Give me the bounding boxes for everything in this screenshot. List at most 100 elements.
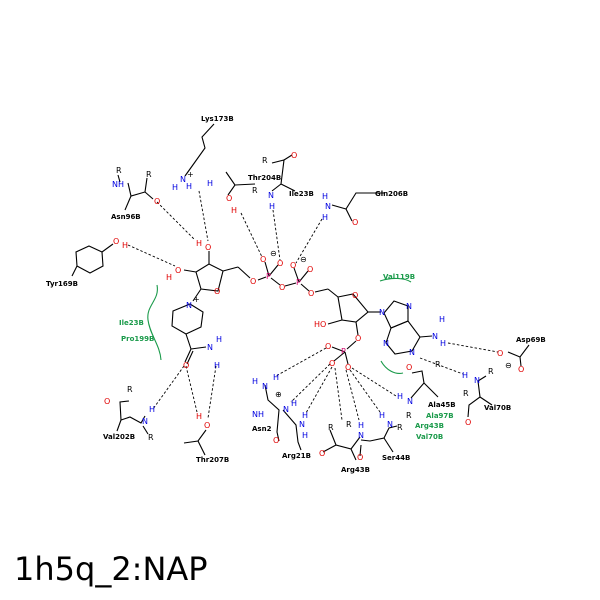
svg-text:H: H [358, 421, 364, 430]
hbond-lys173 [198, 190, 209, 242]
svg-text:R: R [397, 423, 403, 432]
svg-text:H: H [172, 183, 178, 192]
hbond-thr204 [240, 212, 263, 258]
thr207-sidechain [183, 429, 207, 444]
svg-text:H: H [207, 179, 213, 188]
label-arg43: Arg43B [341, 466, 370, 474]
label-val202: Val202B [103, 433, 135, 441]
arg21-sidechain [282, 409, 302, 451]
svg-text:O: O [290, 261, 296, 270]
svg-text:O: O [154, 197, 160, 206]
gln206-sidechain [331, 192, 385, 210]
svg-text:O: O [329, 359, 335, 368]
svg-text:H: H [273, 373, 279, 382]
svg-text:H: H [302, 411, 308, 420]
svg-text:H: H [166, 273, 172, 282]
svg-text:O: O [319, 449, 325, 458]
svg-text:O: O [214, 287, 220, 296]
svg-text:H: H [122, 241, 128, 250]
svg-text:O: O [226, 194, 232, 203]
svg-text:O: O [325, 342, 331, 351]
label-gln206: Gln206B [375, 190, 408, 198]
svg-text:O: O [279, 283, 285, 292]
svg-text:O: O [113, 237, 119, 246]
label-arg43-hydrophobic: Arg43B [415, 422, 444, 430]
svg-text:N: N [409, 348, 415, 357]
svg-text:H: H [302, 431, 308, 440]
label-arg21: Arg21B [282, 452, 311, 460]
hbond-asp69 [447, 342, 499, 353]
label-ala45: Ala45B [428, 401, 456, 409]
svg-text:O: O [260, 255, 266, 264]
svg-text:N: N [142, 417, 148, 426]
ligand-skeleton [171, 251, 433, 365]
svg-text:O: O [497, 349, 503, 358]
label-thr204: Thr204B [248, 174, 281, 182]
label-thr207: Thr207B [196, 456, 229, 464]
label-val119-hydrophobic: Val119B [383, 273, 415, 281]
svg-text:O: O [352, 218, 358, 227]
svg-text:O: O [355, 334, 361, 343]
svg-text:R: R [406, 411, 412, 420]
svg-text:P: P [266, 272, 271, 281]
hbond-ile23 [272, 209, 281, 261]
residue-labels: Lys173B Asn96B Tyr169B Thr204B Ile23B Gl… [46, 115, 546, 474]
lys173-sidechain [184, 123, 215, 177]
svg-text:H: H [149, 405, 155, 414]
svg-text:N: N [379, 308, 385, 317]
hbond-arg21-a [290, 363, 331, 403]
hbond-arg43-b [334, 367, 343, 421]
hbond-asn96 [156, 201, 196, 241]
svg-text:R: R [346, 420, 352, 429]
svg-text:N: N [432, 332, 438, 341]
hbond-gln206 [295, 218, 323, 264]
svg-text:N: N [383, 339, 389, 348]
svg-text:O: O [205, 243, 211, 252]
val202-backbone [119, 400, 146, 424]
svg-text:+: + [193, 295, 200, 304]
svg-text:O: O [308, 289, 314, 298]
label-pro199-hydrophobic: Pro199B [121, 335, 154, 343]
adenine-pyrimidine [385, 320, 421, 355]
label-asn96: Asn96B [111, 213, 141, 221]
hbond-val202 [152, 365, 185, 410]
svg-text:⊖: ⊖ [505, 361, 512, 370]
svg-text:R: R [488, 367, 494, 376]
svg-text:R: R [148, 433, 154, 442]
svg-text:O: O [175, 266, 181, 275]
svg-text:O: O [273, 436, 279, 445]
svg-text:R: R [252, 186, 258, 195]
hydrophobic-arc-ala97 [380, 360, 404, 374]
svg-text:O: O [518, 365, 524, 374]
hbond-thr207-b [207, 365, 217, 419]
svg-text:⊖: ⊖ [300, 255, 307, 264]
svg-text:O: O [204, 421, 210, 430]
tyr169-ring [75, 245, 104, 274]
svg-text:H: H [214, 361, 220, 370]
label-ser44: Ser44B [382, 454, 410, 462]
svg-text:O: O [307, 265, 313, 274]
svg-text:R: R [328, 423, 334, 432]
ile23-backbone [271, 159, 285, 192]
svg-text:H: H [439, 315, 445, 324]
svg-text:H: H [462, 371, 468, 380]
label-lys173: Lys173B [201, 115, 234, 123]
residue-skeletons [71, 123, 530, 461]
hydrogen-bonds [127, 190, 499, 421]
svg-text:O: O [406, 363, 412, 372]
svg-text:O: O [291, 151, 297, 160]
svg-text:N: N [474, 376, 480, 385]
ribose-nicotinamide [195, 263, 224, 292]
hbond-tyr169 [127, 244, 176, 267]
svg-text:NH: NH [252, 410, 264, 419]
svg-text:N: N [262, 382, 268, 391]
adenine-imidazole [383, 300, 409, 329]
val70-backbone [467, 380, 481, 418]
svg-text:NH: NH [112, 180, 124, 189]
svg-text:N: N [387, 420, 393, 429]
svg-text:H: H [196, 239, 202, 248]
svg-text:R: R [435, 360, 441, 369]
